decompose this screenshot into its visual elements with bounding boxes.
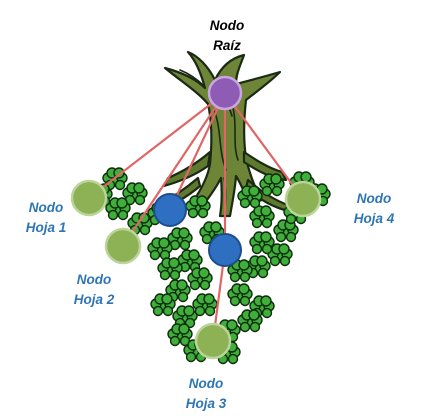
leaf4-label-line1: Nodo: [356, 191, 392, 206]
internal-node-1: [153, 193, 187, 227]
leaf1-label-line2: Hoja 1: [25, 220, 67, 235]
leaf-node-3: [194, 322, 232, 360]
edge-root-leaf4: [224, 92, 304, 200]
leaf-node-2-label: Nodo Hoja 2: [62, 270, 126, 310]
leaf2-label-line1: Nodo: [76, 272, 112, 287]
root-node: [207, 75, 243, 111]
edge-root-leaf1: [88, 92, 226, 199]
edge-root-leaf2: [122, 92, 226, 247]
leaf1-label-line1: Nodo: [28, 200, 64, 215]
leaf-node-2: [104, 227, 142, 265]
leaf-node-1-label: Nodo Hoja 1: [14, 198, 78, 238]
leaf-node-1: [70, 179, 108, 217]
root-label-line1: Nodo: [209, 18, 245, 33]
internal-node-2: [208, 233, 242, 267]
leaf-node-3-label: Nodo Hoja 3: [174, 374, 238, 414]
root-label-line2: Raíz: [213, 38, 241, 53]
leaf-node-4-label: Nodo Hoja 4: [342, 189, 406, 229]
root-node-label: Nodo Raíz: [188, 16, 266, 56]
edge-root-internal1: [169, 92, 226, 211]
leaf3-label-line1: Nodo: [188, 376, 224, 391]
leaf2-label-line2: Hoja 2: [73, 292, 115, 307]
leaf4-label-line2: Hoja 4: [353, 211, 395, 226]
leaf3-label-line2: Hoja 3: [185, 396, 227, 411]
leaf-node-4: [284, 180, 322, 218]
